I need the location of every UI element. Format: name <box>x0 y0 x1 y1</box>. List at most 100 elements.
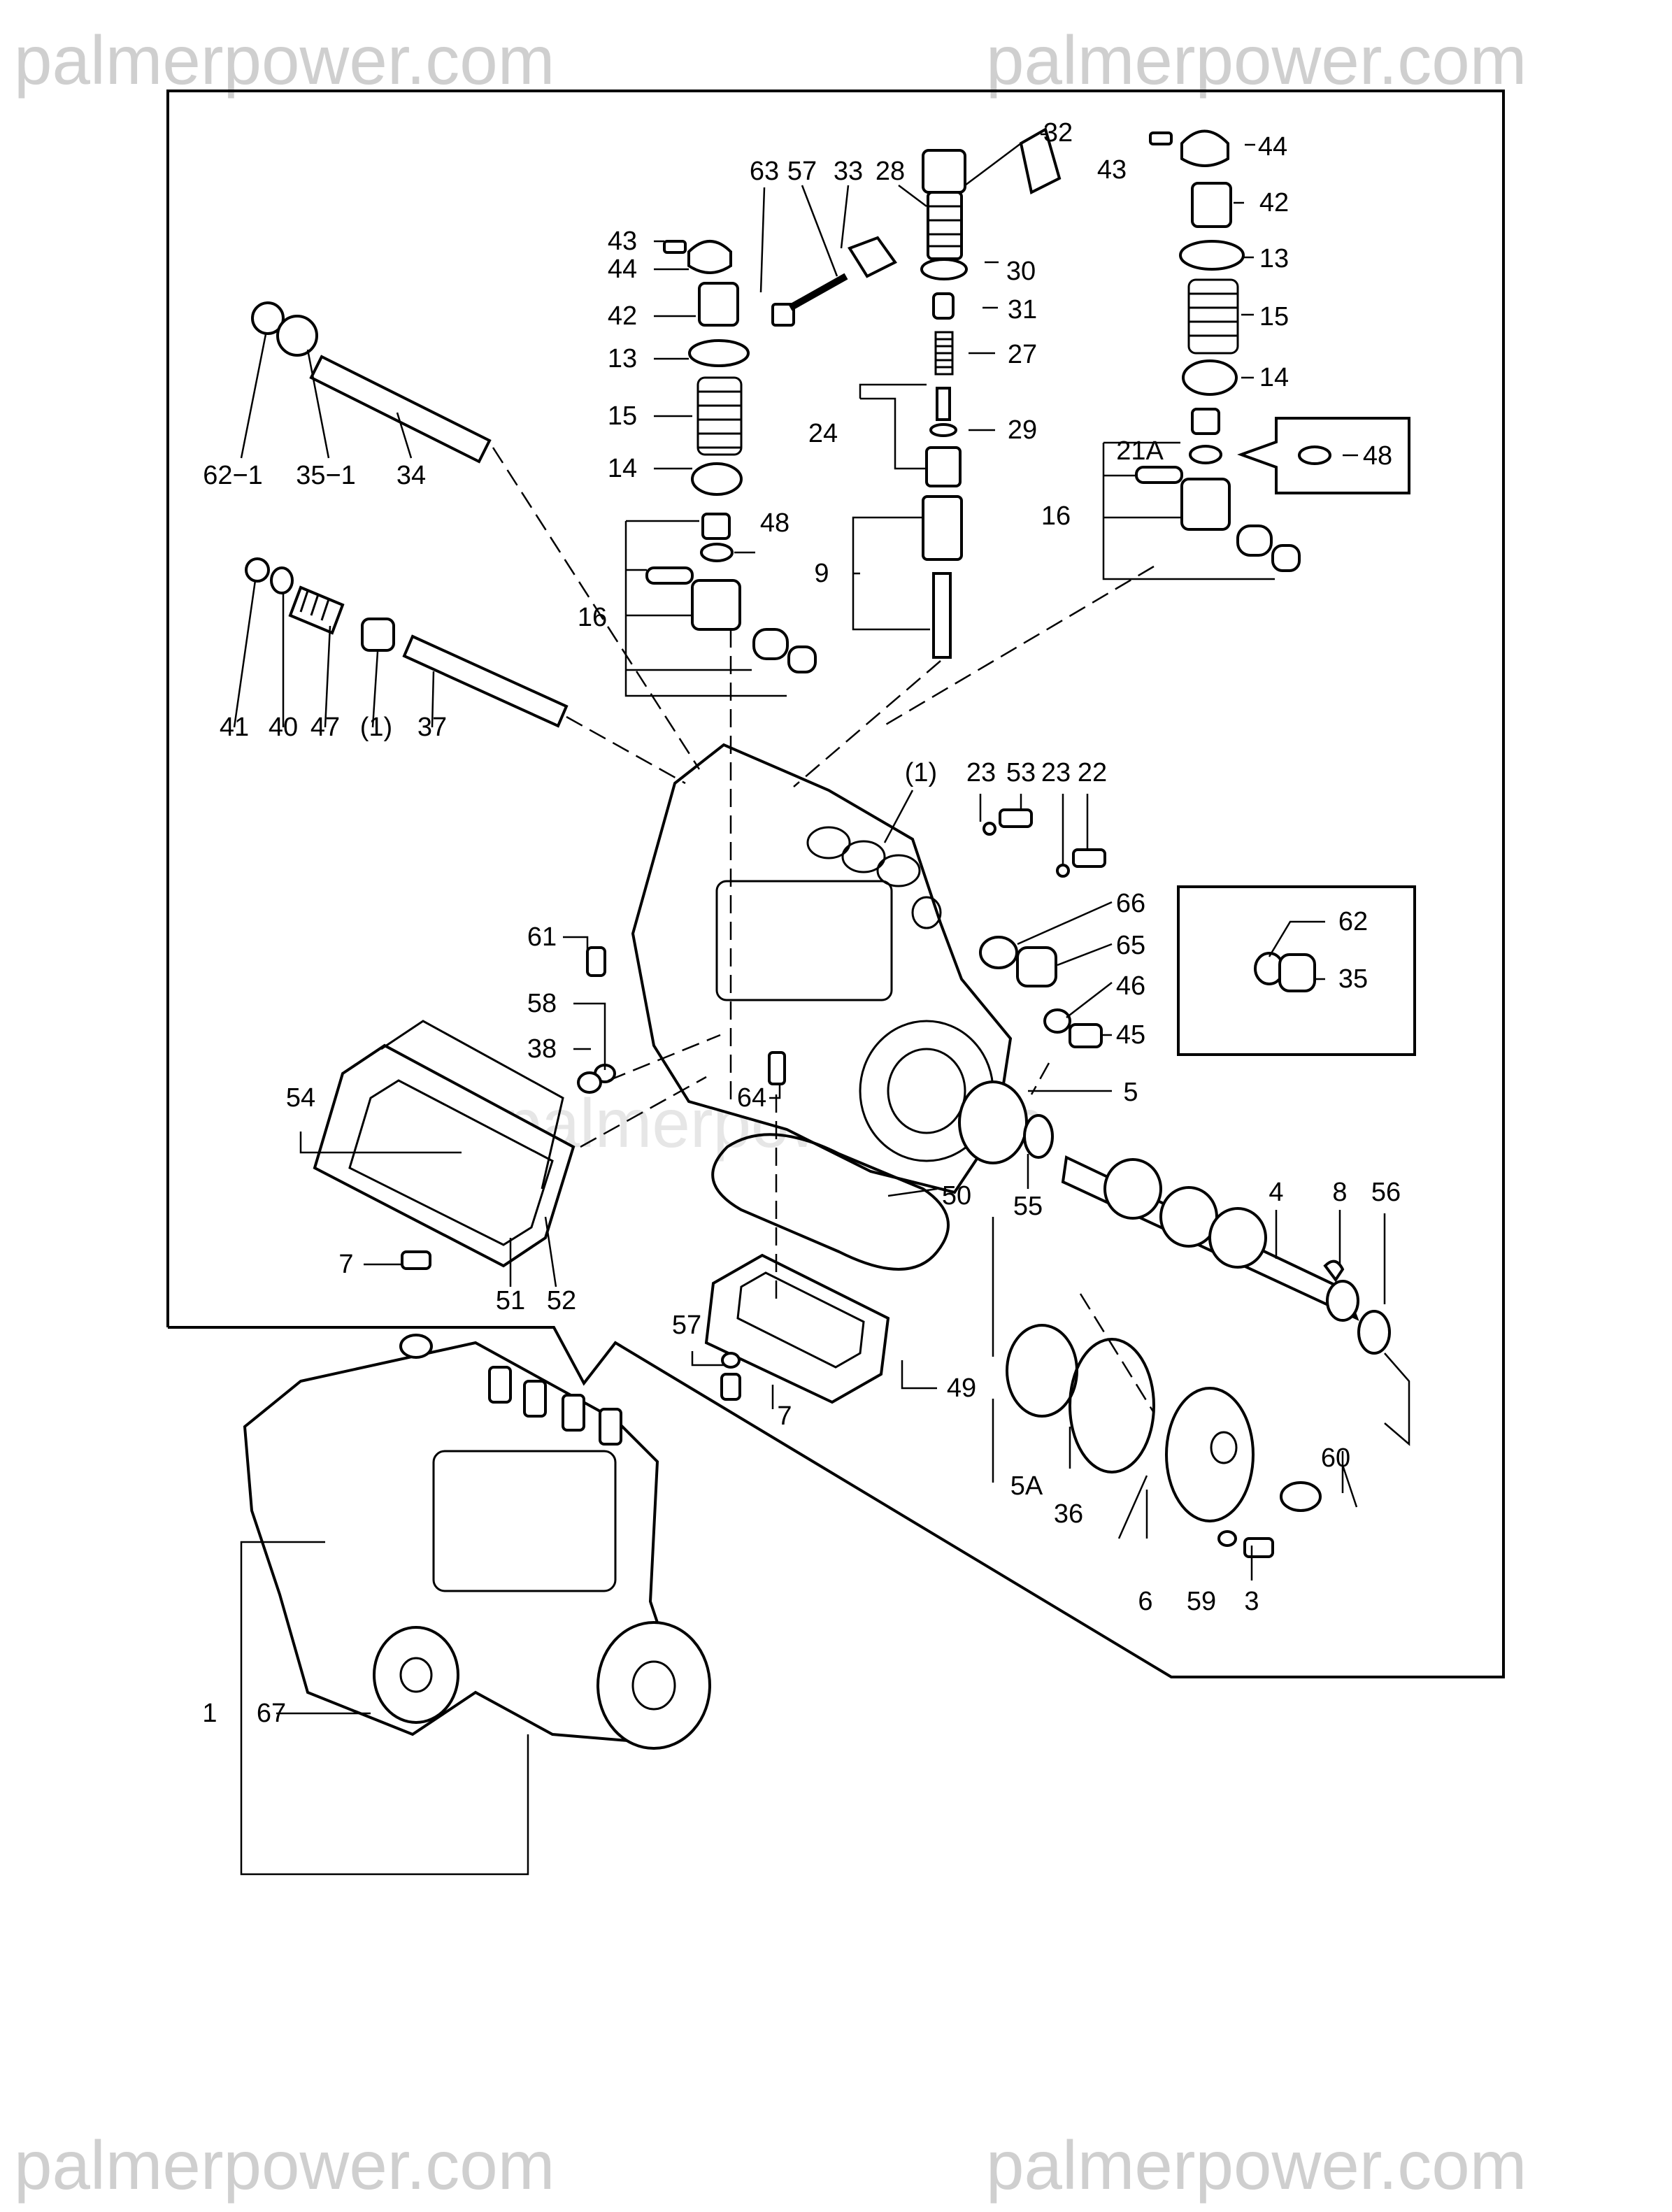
part-6-flange <box>1165 1387 1255 1522</box>
part-47-spring <box>288 585 345 635</box>
part-52-gasket <box>380 1020 564 1190</box>
part-label-5A: 5A <box>1010 1471 1043 1501</box>
part-7-screw-b <box>720 1373 741 1401</box>
parts-drawing <box>243 127 1391 1750</box>
watermark-bottom-left: palmerpower.com <box>14 2127 555 2204</box>
part-50-gasket <box>711 1133 950 1271</box>
part-15-spring-left <box>696 376 743 456</box>
part-label-3: 3 <box>1244 1587 1259 1616</box>
part-16-pin-right <box>1135 466 1183 484</box>
part-label-34: 34 <box>396 461 426 490</box>
part-label-4: 4 <box>1269 1178 1283 1207</box>
part-33-plate <box>848 236 897 278</box>
part-label-46: 46 <box>1116 971 1145 1001</box>
part-label-62: 62 <box>1338 907 1368 936</box>
part-label-37: 37 <box>417 713 447 742</box>
part-43-screw-left <box>663 240 687 254</box>
part-label-15b: 15 <box>608 401 637 431</box>
part-label-13b: 13 <box>608 344 637 373</box>
part-14-lower-seat-right <box>1182 359 1238 396</box>
part-8-key <box>1323 1260 1345 1283</box>
watermark-bottom-right: palmerpower.com <box>986 2127 1527 2204</box>
part-43-screw-right <box>1149 131 1173 145</box>
part-label-13a: 13 <box>1259 244 1289 273</box>
part-61-pin <box>586 946 606 977</box>
part-35-1-plug <box>276 315 318 357</box>
part-40-washer <box>270 566 294 594</box>
part-label-48b: 48 <box>760 508 789 538</box>
part-label-45: 45 <box>1116 1020 1145 1050</box>
part-3-bolt <box>1243 1537 1274 1558</box>
part-label-59: 59 <box>1187 1587 1216 1616</box>
part-21A-adjuster-right <box>1191 408 1220 435</box>
part-66-o-ring <box>979 936 1018 969</box>
part-label-41: 41 <box>220 713 249 742</box>
part-label-40: 40 <box>269 713 298 742</box>
part-label-44a: 44 <box>1258 132 1287 162</box>
part-label-66: 66 <box>1116 889 1145 918</box>
part-15-spring-right <box>1187 278 1239 355</box>
part-41-nut <box>245 557 270 583</box>
part-16-pin-left <box>645 566 694 585</box>
part-label-42b: 42 <box>608 301 637 331</box>
part-label-p1b: (1) <box>905 758 937 787</box>
part-label-38: 38 <box>527 1034 557 1064</box>
part-64-stud <box>768 1051 786 1085</box>
part-label-57b: 57 <box>672 1311 701 1340</box>
part-27-spring <box>934 331 954 376</box>
watermark-top-right: palmerpower.com <box>986 22 1527 99</box>
part-label-23b: 23 <box>1041 758 1071 787</box>
part-label-65: 65 <box>1116 931 1145 960</box>
part-44-clamp-left <box>687 240 732 274</box>
part-60-washer <box>1280 1481 1322 1512</box>
part-label-8: 8 <box>1332 1178 1347 1207</box>
part-23-washer-b <box>1056 864 1070 878</box>
part-label-43a: 43 <box>1097 155 1127 185</box>
part-16-tappet-left <box>691 579 741 631</box>
part-16-roller-b-left <box>787 645 817 673</box>
part-label-60: 60 <box>1321 1443 1350 1473</box>
part-48-washer-left <box>700 543 734 562</box>
part-9-plunger <box>932 572 952 659</box>
part-62-1-o-ring <box>251 301 285 335</box>
leader-lines <box>233 133 1410 1876</box>
part-4-camshaft <box>1061 1155 1359 1322</box>
part-38-nut <box>577 1071 602 1094</box>
part-label-15a: 15 <box>1259 302 1289 331</box>
part-label-56: 56 <box>1371 1178 1401 1207</box>
part-36-gasket <box>1069 1338 1155 1474</box>
part-label-33: 33 <box>834 157 863 186</box>
part-label-57a: 57 <box>787 157 817 186</box>
part-label-29: 29 <box>1008 415 1037 445</box>
part-45-bolt <box>1069 1023 1103 1048</box>
part-22-fitting <box>1072 848 1106 868</box>
part-label-35: 35 <box>1338 964 1368 994</box>
callout-48-frame <box>1237 417 1410 494</box>
part-label-67: 67 <box>257 1699 286 1728</box>
part-label-54: 54 <box>286 1083 315 1113</box>
part-label-58: 58 <box>527 989 557 1018</box>
part-24-body <box>925 446 962 487</box>
part-54-cover <box>313 1043 576 1268</box>
part-42-sleeve-left <box>698 282 739 327</box>
part-label-48a: 48 <box>1363 441 1392 471</box>
assembled-pump <box>243 1334 711 1750</box>
part-7-screw-a <box>401 1250 431 1270</box>
part-16-roller-b-right <box>1271 544 1301 572</box>
part-label-64: 64 <box>737 1083 766 1113</box>
part-label-22: 22 <box>1078 758 1107 787</box>
part-5-bearing <box>958 1080 1028 1164</box>
inset-frame <box>1177 885 1416 1056</box>
part-46-o-ring <box>1043 1008 1071 1034</box>
part-label-16b: 16 <box>578 603 607 632</box>
part-28-valve-holder <box>922 149 966 260</box>
part-63-bolt <box>771 273 848 327</box>
part-label-61: 61 <box>527 922 557 952</box>
part-label-30: 30 <box>1006 257 1036 286</box>
part-label-1: 1 <box>202 1699 217 1728</box>
part-23-washer-a <box>983 822 996 836</box>
part-9-barrel <box>922 495 963 561</box>
part-label-50: 50 <box>942 1181 971 1211</box>
part-label-44b: 44 <box>608 255 637 284</box>
part-label-14b: 14 <box>608 454 637 483</box>
